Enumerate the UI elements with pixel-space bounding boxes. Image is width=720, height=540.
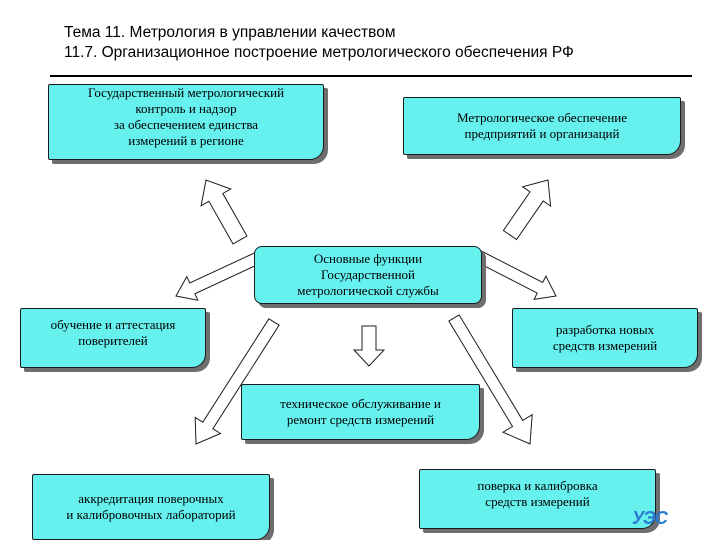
- maintenance-box: техническое обслуживание и ремонт средст…: [241, 384, 480, 440]
- training-line: поверителей: [78, 333, 148, 348]
- development-box: разработка новых средств измерений: [512, 308, 698, 368]
- page-subtitle: 11.7. Организационное построение метроло…: [64, 44, 574, 61]
- page-title: Тема 11. Метрология в управлении качеств…: [64, 24, 396, 41]
- state-control-line: Государственный метрологический: [87, 85, 285, 100]
- enterprise-line: Метрологическое обеспечение: [456, 110, 628, 125]
- verify-line: поверка и калибровка: [477, 478, 598, 493]
- arrow-to-development: [474, 250, 557, 301]
- verification-box: поверка и калибровка средств измерений: [419, 469, 656, 529]
- verify-line: средств измерений: [485, 494, 590, 509]
- header-divider: [50, 75, 692, 77]
- enterprise-line: предприятий и организаций: [464, 126, 620, 141]
- dev-line: разработка новых: [555, 322, 655, 337]
- arrow-to-accreditation: [194, 318, 280, 445]
- main-line: Государственной: [320, 267, 415, 282]
- accreditation-box: аккредитация поверочных и калибровочных …: [32, 474, 270, 540]
- arrow-to-verification: [448, 314, 533, 445]
- state-control-box: Государственный метрологический контроль…: [48, 84, 324, 160]
- logo: УЭС: [632, 508, 668, 528]
- training-box: обучение и аттестация поверителей: [20, 308, 206, 368]
- accred-line: аккредитация поверочных: [78, 491, 224, 506]
- enterprise-metrology-box: Метрологическое обеспечение предприятий …: [403, 97, 681, 155]
- arrow-to-training: [175, 249, 266, 301]
- state-control-line: контроль и надзор: [135, 101, 237, 116]
- state-control-line: за обеспечением единства: [113, 117, 259, 132]
- accred-line: и калибровочных лабораторий: [66, 507, 236, 522]
- arrow-to-state-control: [200, 179, 248, 245]
- arrow-to-enterprise: [502, 179, 552, 241]
- main-functions-box: Основные функции Государственной метроло…: [254, 246, 482, 304]
- training-line: обучение и аттестация: [50, 317, 176, 332]
- main-line: метрологической службы: [297, 283, 439, 298]
- arrow-to-maintenance: [352, 325, 386, 367]
- maint-line: ремонт средств измерений: [286, 412, 435, 427]
- state-control-line: измерений в регионе: [128, 133, 244, 148]
- maint-line: техническое обслуживание и: [280, 396, 441, 411]
- main-line: Основные функции: [313, 251, 423, 266]
- dev-line: средств измерений: [552, 338, 658, 353]
